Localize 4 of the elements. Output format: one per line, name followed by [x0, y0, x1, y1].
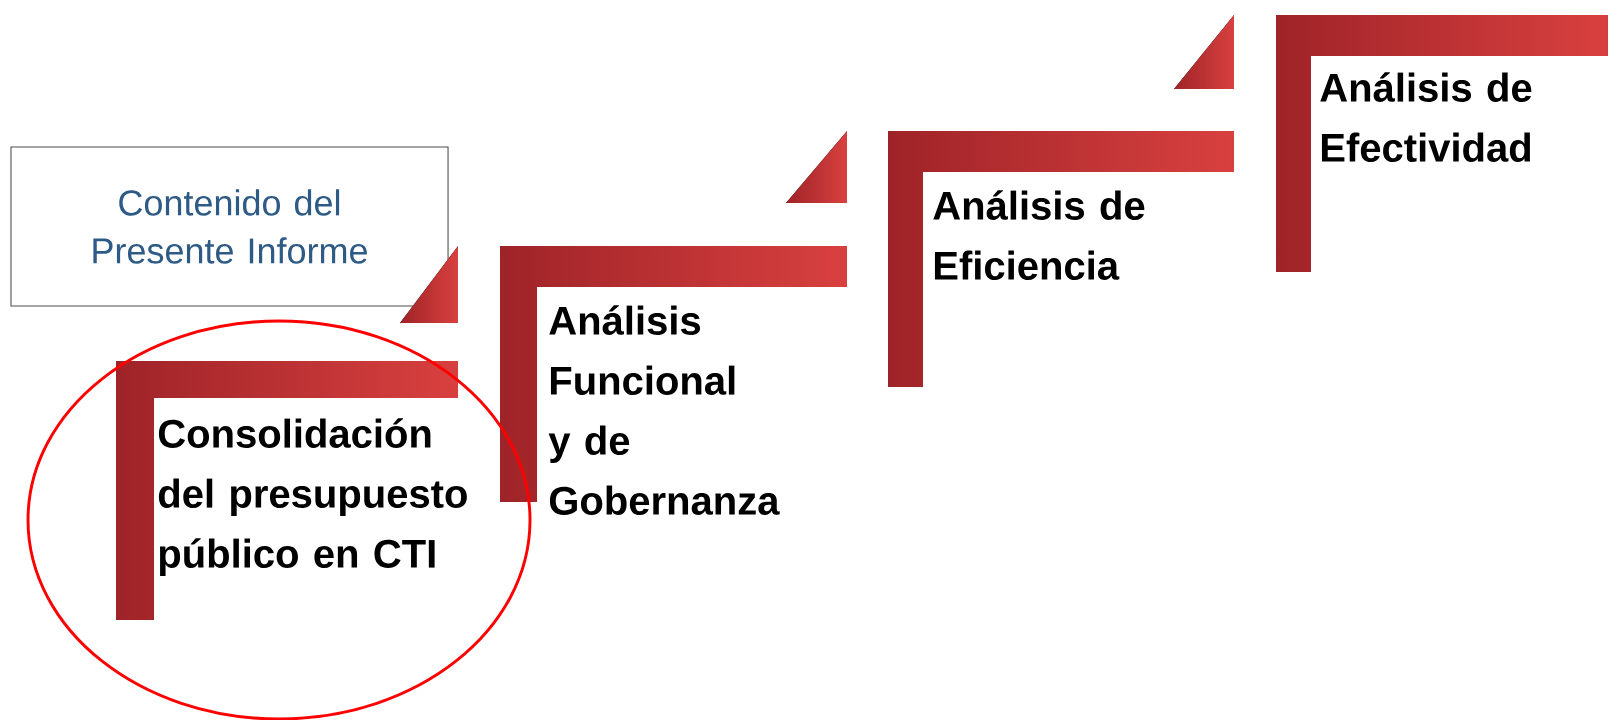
step-bracket: Análisis Funcional y de Gobernanza — [500, 131, 847, 515]
title-box: Contenido del Presente Informe — [10, 146, 449, 307]
step-bracket: Análisis de Efectividad — [1276, 15, 1608, 272]
step-bracket: Análisis de Eficiencia — [888, 15, 1234, 387]
